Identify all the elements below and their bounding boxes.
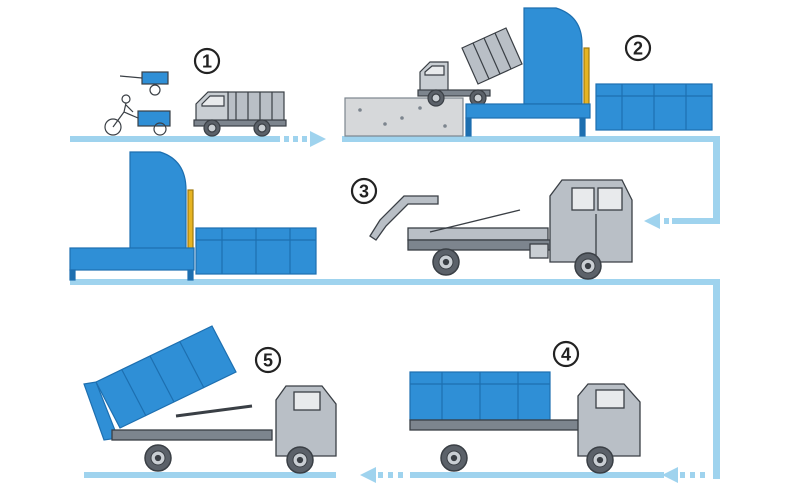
- flow-arrow-icon: [360, 467, 403, 483]
- step-2-scene: 2: [344, 7, 713, 137]
- step-4-badge: 4: [552, 340, 580, 368]
- hopper: [129, 151, 194, 251]
- dumping-truck: [417, 27, 523, 107]
- tricycle: [104, 94, 171, 136]
- hook-lift-truck: [407, 179, 633, 280]
- flow-arrow-icon: [644, 213, 687, 229]
- step-5-number: 5: [263, 351, 273, 371]
- step-4-number: 4: [561, 345, 571, 365]
- flow-arrow-icon: [284, 131, 326, 147]
- loaded-container: [409, 371, 551, 421]
- step-3-scene: 3: [350, 177, 633, 280]
- handcart: [119, 71, 169, 96]
- step-3-badge: 3: [350, 177, 378, 205]
- hook-lift-truck: [111, 385, 337, 474]
- step-4-scene: 4: [409, 340, 641, 474]
- compaction-station-scene: [69, 151, 317, 281]
- roll-off-container: [595, 83, 713, 131]
- step-5-scene: 5: [83, 325, 337, 474]
- step-5-badge: 5: [254, 346, 282, 374]
- step-3-number: 3: [359, 182, 369, 202]
- flow-line: [70, 136, 720, 479]
- step-1-number: 1: [202, 52, 212, 72]
- loading-platform: [344, 97, 464, 137]
- small-truck: [193, 91, 287, 137]
- step-2-badge: 2: [624, 34, 652, 62]
- hopper-frame: [465, 103, 591, 137]
- tilted-container: [83, 325, 237, 441]
- hopper-frame: [69, 247, 195, 281]
- flow-arrow-icon: [662, 467, 705, 483]
- hook-arm: [369, 195, 549, 241]
- step-1-scene: 1: [104, 47, 287, 137]
- step-1-badge: 1: [193, 47, 221, 75]
- hook-lift-truck: [409, 383, 641, 474]
- roll-off-container: [195, 227, 317, 275]
- step-2-number: 2: [633, 39, 643, 59]
- hopper: [523, 7, 590, 109]
